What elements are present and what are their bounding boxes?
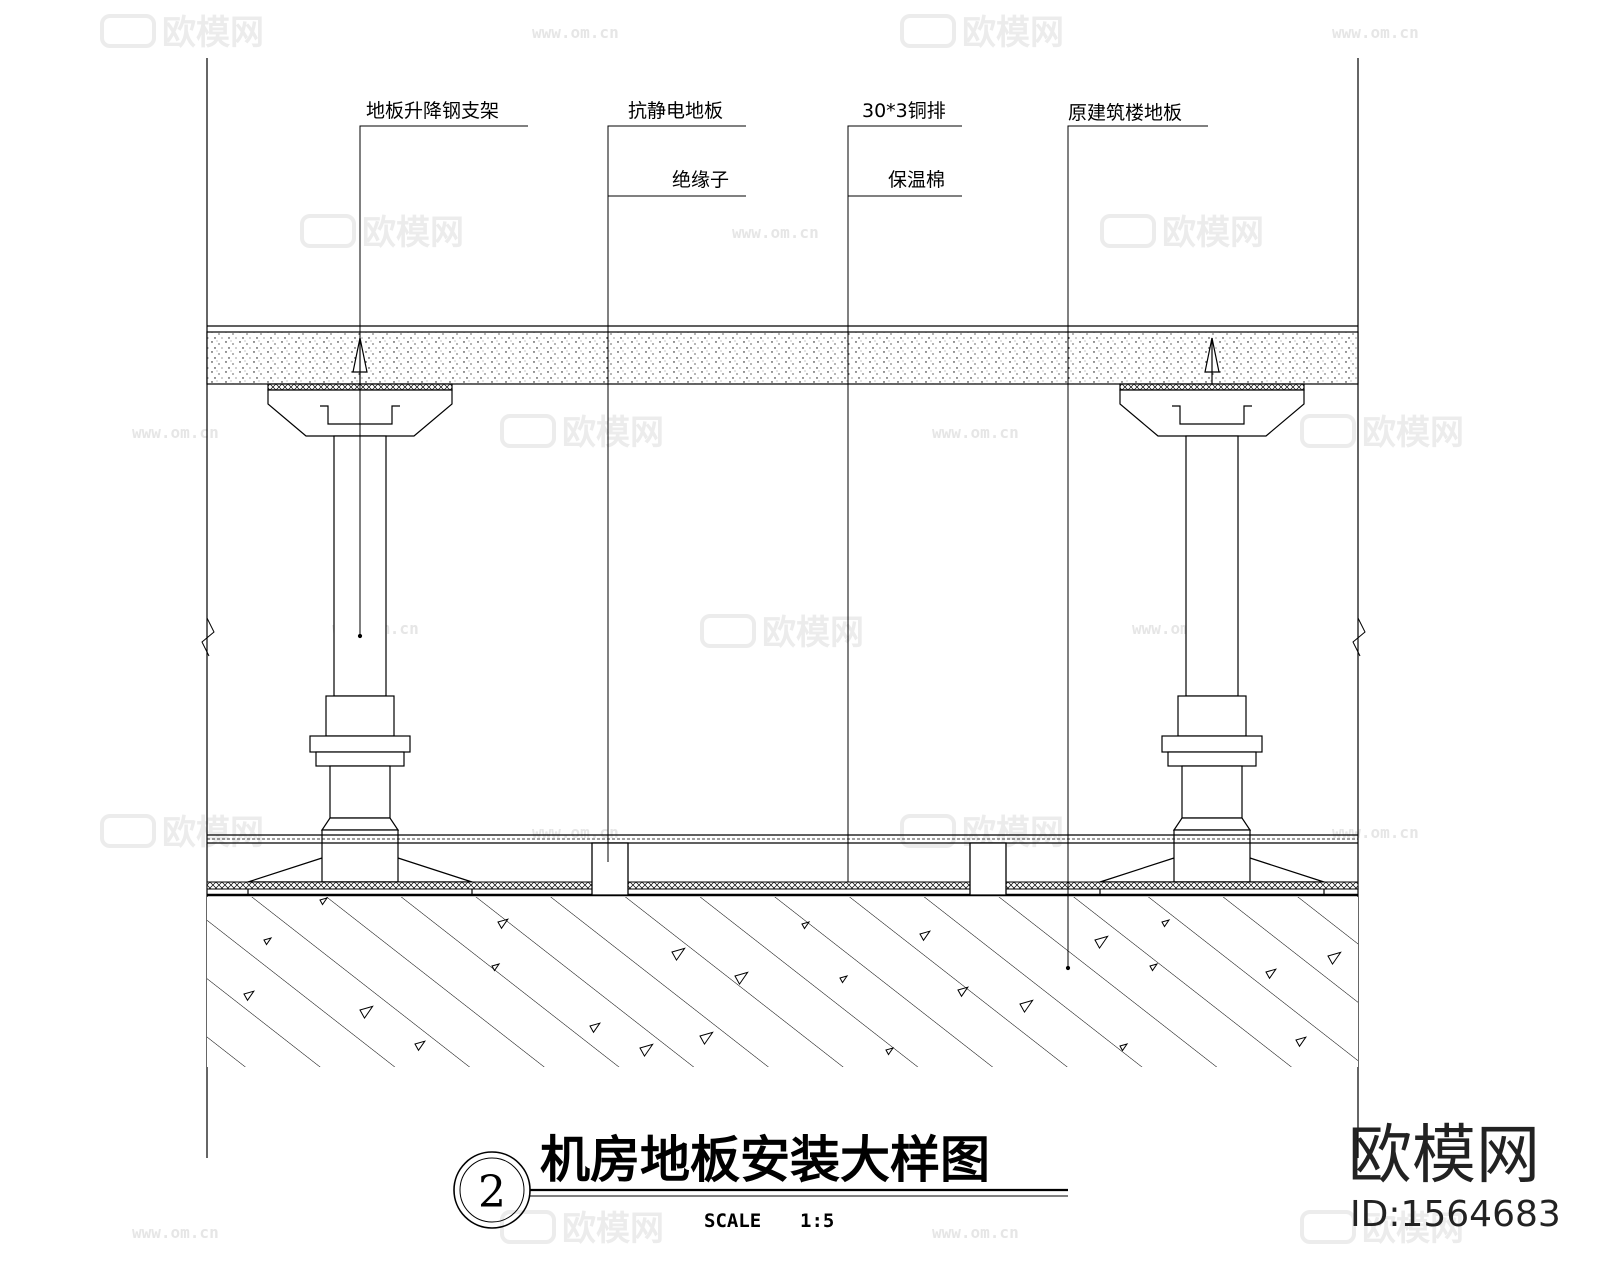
aggregate-mark xyxy=(414,1040,427,1052)
watermark-url: www.om.cn xyxy=(732,223,819,242)
watermark-url: www.om.cn xyxy=(532,23,619,42)
copper-bar-layer xyxy=(206,834,1359,897)
watermark-logo: 欧模网 xyxy=(1362,413,1464,453)
watermark-url: www.om.cn xyxy=(932,1223,1019,1242)
aggregate-mark xyxy=(839,975,849,984)
watermark-emblem xyxy=(100,14,156,48)
watermark-emblem xyxy=(1300,414,1356,448)
aggregate-mark xyxy=(263,937,273,946)
pedestal-supports xyxy=(247,337,1325,896)
aggregate-mark xyxy=(699,1031,714,1046)
watermark-logo: 欧模网 xyxy=(1362,1209,1464,1249)
callout-support: 地板升降钢支架 xyxy=(366,100,499,122)
leader-lines xyxy=(357,125,1208,971)
detail-number: 2 xyxy=(478,1167,506,1218)
callout-original: 原建筑楼地板 xyxy=(1068,102,1182,124)
callout-copperbar: 30*3铜排 xyxy=(862,100,946,122)
aggregate-mark xyxy=(885,1047,895,1056)
watermark-logo: 欧模网 xyxy=(762,613,864,653)
watermark-logo: 欧模网 xyxy=(1162,213,1264,253)
aggregate-mark xyxy=(497,918,510,930)
watermark-url: www.om.cn xyxy=(1332,23,1419,42)
watermark-emblem xyxy=(500,414,556,448)
antistatic-floor-panel xyxy=(206,325,1359,385)
watermark-logo: 欧模网 xyxy=(162,13,264,53)
aggregate-mark xyxy=(639,1043,654,1058)
aggregate-mark xyxy=(1149,963,1159,972)
watermark-emblem xyxy=(300,214,356,248)
watermark-url: www.om.cn xyxy=(132,423,219,442)
callout-labels: 地板升降钢支架 抗静电地板 绝缘子 30*3铜排 保温棉 原建筑楼地板 xyxy=(366,100,1182,191)
watermark-logo: 欧模网 xyxy=(562,1209,664,1249)
aggregate-mark xyxy=(1161,919,1171,928)
watermark-url: www.om.cn xyxy=(532,823,619,842)
watermark-emblem xyxy=(900,14,956,48)
brand-id: ID:1564683 xyxy=(1350,1194,1561,1235)
aggregate-mark xyxy=(1265,968,1278,980)
scale-value: 1:5 xyxy=(800,1210,834,1232)
watermark-emblem xyxy=(1300,1210,1356,1244)
aggregate-mark xyxy=(1295,1036,1308,1048)
drawing-title: 机房地板安装大样图 xyxy=(540,1131,990,1189)
watermark-logo: 欧模网 xyxy=(562,413,664,453)
aggregate-mark xyxy=(359,1005,374,1020)
callout-insulator: 绝缘子 xyxy=(672,169,729,191)
title-block: 2 机房地板安装大样图 SCALE 1:5 xyxy=(453,1131,1068,1232)
aggregate-mark xyxy=(734,971,749,986)
callout-insulation: 保温棉 xyxy=(888,169,945,191)
aggregate-mark xyxy=(957,986,970,998)
insulator-blocks xyxy=(591,842,1007,896)
watermark-layer: 欧模网欧模网欧模网欧模网欧模网欧模网欧模网欧模网欧模网欧模网欧模网欧模网欧模网w… xyxy=(100,13,1464,1249)
aggregate-mark xyxy=(1327,951,1342,966)
brand-logo-text: 欧模网 xyxy=(1348,1119,1540,1193)
watermark-emblem xyxy=(900,814,956,848)
scale-label: SCALE xyxy=(704,1210,761,1232)
aggregate-mark xyxy=(801,921,811,930)
watermark-emblem xyxy=(100,814,156,848)
watermark-url: www.om.cn xyxy=(1332,823,1419,842)
original-slab xyxy=(207,897,1358,1067)
brand-watermark: 欧模网 ID:1564683 xyxy=(1348,1119,1561,1235)
callout-antistatic: 抗静电地板 xyxy=(628,100,723,122)
watermark-logo: 欧模网 xyxy=(162,813,264,853)
watermark-logo: 欧模网 xyxy=(362,213,464,253)
aggregate-mark xyxy=(1119,1043,1129,1052)
aggregate-mark xyxy=(491,963,501,972)
watermark-emblem xyxy=(1100,214,1156,248)
aggregate-mark xyxy=(1019,999,1034,1014)
aggregate-mark xyxy=(1094,935,1109,950)
watermark-emblem xyxy=(700,614,756,648)
aggregate-mark xyxy=(319,897,329,906)
aggregate-mark xyxy=(919,930,932,942)
watermark-logo: 欧模网 xyxy=(962,13,1064,53)
watermark-url: www.om.cn xyxy=(132,1223,219,1242)
aggregate-mark xyxy=(671,947,686,962)
watermark-url: www.om.cn xyxy=(932,423,1019,442)
aggregate-mark xyxy=(589,1022,602,1034)
pedestal-2 xyxy=(1099,337,1325,896)
aggregate-mark xyxy=(243,990,256,1002)
